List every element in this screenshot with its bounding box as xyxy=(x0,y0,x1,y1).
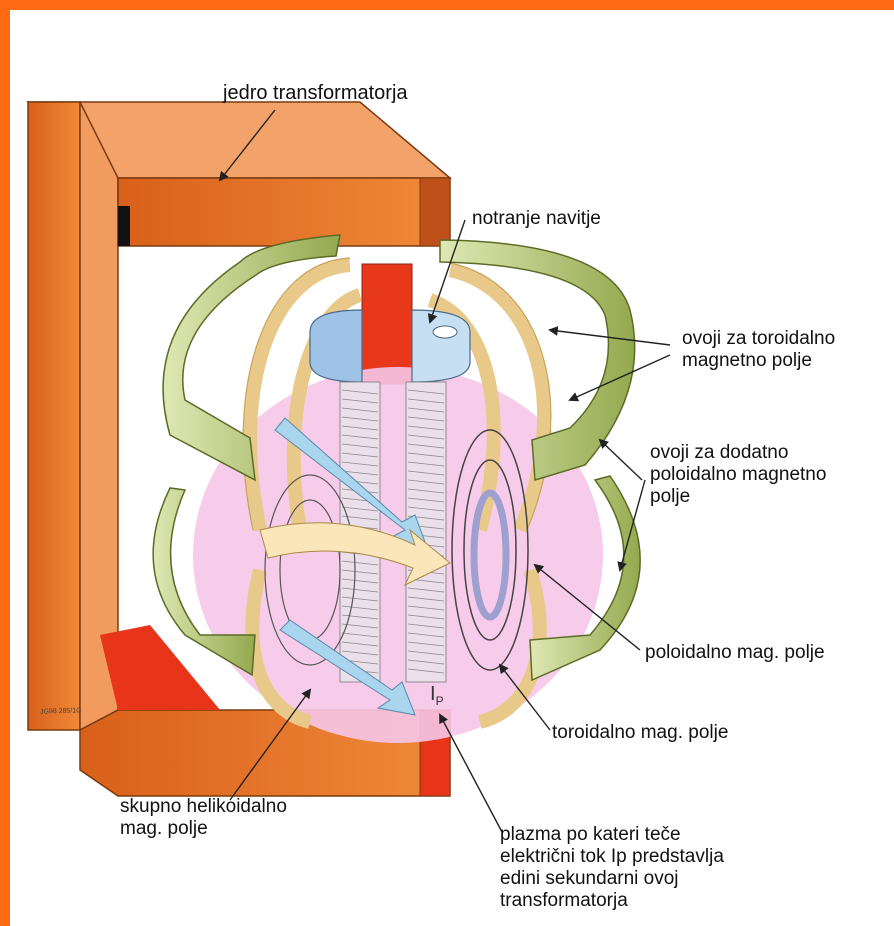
label-toroidal-field: toroidalno mag. polje xyxy=(552,722,728,744)
label-plasma-current: plazma po kateri teče električni tok Ip … xyxy=(500,824,724,912)
ip-current-symbol: IP xyxy=(430,683,444,708)
image-credit: JG98.285/1C xyxy=(40,707,81,715)
label-poloidal-coils: ovoji za dodatno poloidalno magnetno pol… xyxy=(650,442,826,508)
label-helical-field: skupno helikoidalno mag. polje xyxy=(120,796,287,840)
ip-subscript: P xyxy=(436,694,444,708)
label-transformer-core: jedro transformatorja xyxy=(223,82,408,104)
label-poloidal-field: poloidalno mag. polje xyxy=(645,642,825,664)
label-toroidal-coils: ovoji za toroidalno magnetno polje xyxy=(682,328,835,372)
label-inner-winding: notranje navitje xyxy=(472,208,601,230)
central-core-column xyxy=(362,264,412,384)
